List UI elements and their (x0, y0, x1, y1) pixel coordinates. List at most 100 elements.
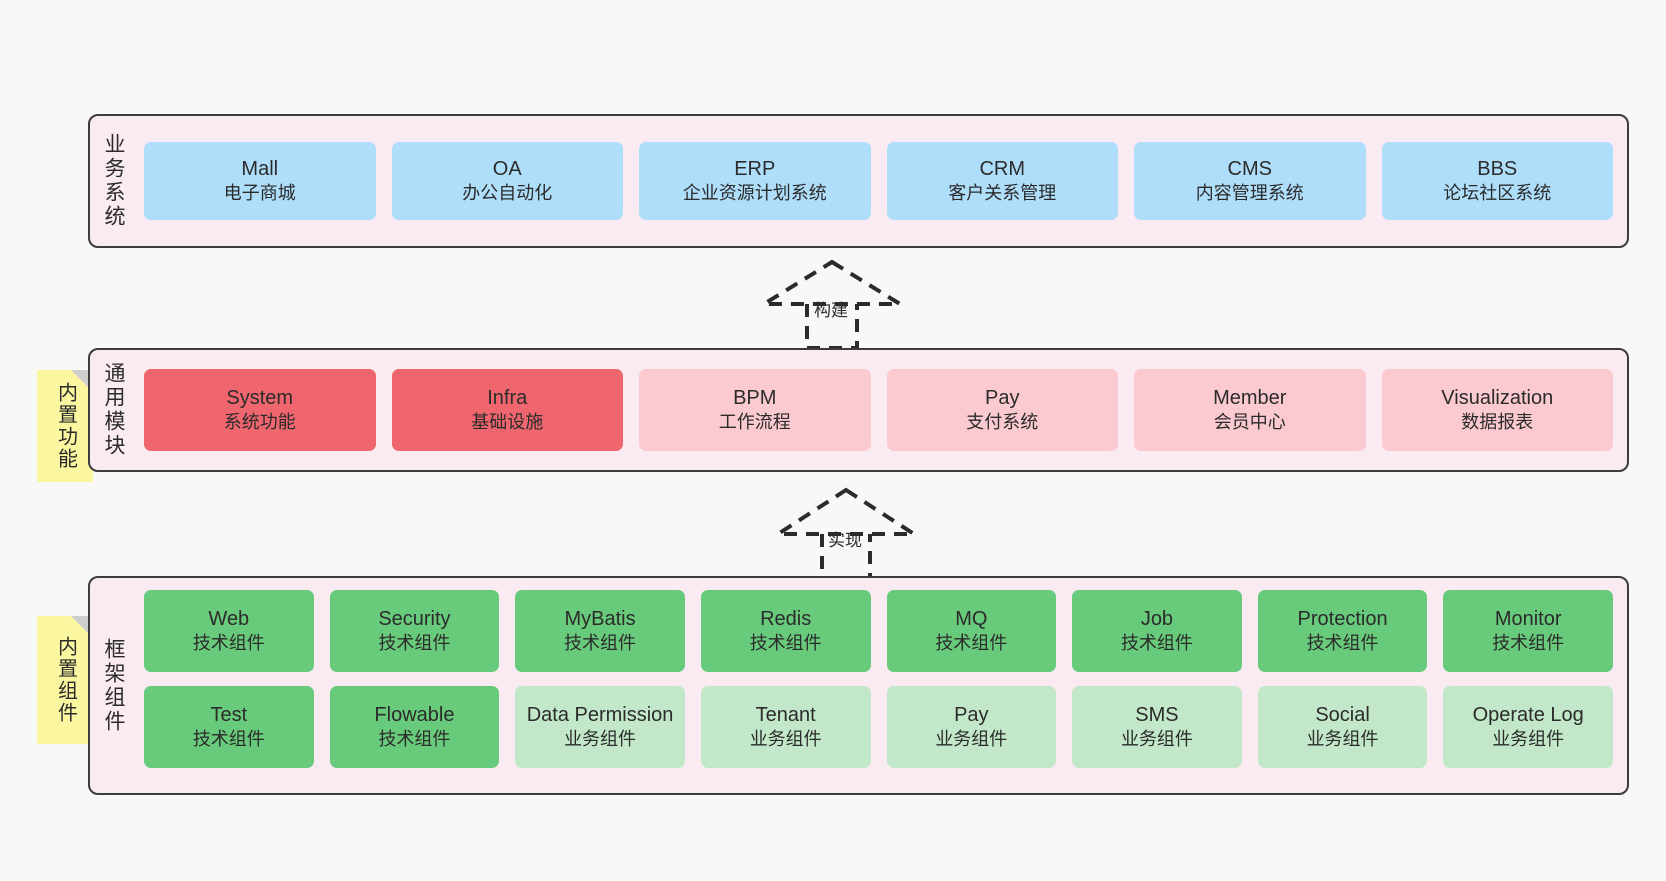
card-pay-component[interactable]: Pay 业务组件 (886, 686, 1057, 768)
card-cms[interactable]: CMS 内容管理系统 (1134, 142, 1366, 220)
card-member-en: Member (1213, 387, 1287, 410)
implement-arrow: 实现 (766, 486, 926, 582)
card-tenant-cn: 业务组件 (749, 729, 822, 750)
card-crm-cn: 客户关系管理 (948, 183, 1057, 204)
card-operate-log-en: Operate Log (1472, 704, 1584, 727)
card-operate-log[interactable]: Operate Log 业务组件 (1443, 686, 1613, 768)
framework-components-grid: Web 技术组件 Security 技术组件 MyBatis 技术组件 Redi… (136, 578, 1627, 793)
card-system-en: System (226, 387, 294, 410)
card-job[interactable]: Job 技术组件 (1072, 590, 1242, 672)
card-monitor[interactable]: Monitor 技术组件 (1443, 590, 1613, 672)
card-system[interactable]: System 系统功能 (144, 369, 376, 451)
card-mybatis[interactable]: MyBatis 技术组件 (515, 590, 685, 672)
card-protection-cn: 技术组件 (1306, 633, 1379, 654)
card-mq-cn: 技术组件 (935, 633, 1008, 654)
card-pay-component-cn: 业务组件 (935, 729, 1008, 750)
card-mybatis-en: MyBatis (564, 608, 636, 631)
business-systems-cards: Mall 电子商城 OA 办公自动化 ERP 企业资源计划系统 CRM 客户关系… (136, 116, 1627, 246)
card-flowable[interactable]: Flowable 技术组件 (329, 686, 500, 768)
implement-arrow-label: 实现 (828, 531, 862, 550)
note-builtin-function-label: 内置功能 (54, 382, 77, 470)
card-operate-log-cn: 业务组件 (1492, 729, 1565, 750)
card-data-permission-en: Data Permission (526, 704, 674, 727)
card-erp-en: ERP (734, 158, 776, 181)
card-crm[interactable]: CRM 客户关系管理 (886, 142, 1118, 220)
card-oa[interactable]: OA 办公自动化 (391, 142, 623, 220)
card-infra-cn: 基础设施 (471, 412, 544, 433)
card-infra-en: Infra (487, 387, 528, 410)
card-job-en: Job (1140, 608, 1174, 631)
card-bbs-cn: 论坛社区系统 (1443, 183, 1552, 204)
card-pay-module[interactable]: Pay 支付系统 (886, 369, 1118, 451)
card-cms-cn: 内容管理系统 (1195, 183, 1304, 204)
card-mall-cn: 电子商城 (223, 183, 296, 204)
card-test-cn: 技术组件 (192, 729, 265, 750)
card-flowable-cn: 技术组件 (378, 729, 451, 750)
card-social-en: Social (1315, 704, 1370, 727)
framework-components-panel: 框架组件 Web 技术组件 Security 技术组件 MyBatis 技术组件… (88, 576, 1629, 795)
card-flowable-en: Flowable (374, 704, 455, 727)
card-bbs-en: BBS (1477, 158, 1518, 181)
card-bpm[interactable]: BPM 工作流程 (639, 369, 871, 451)
card-pay-module-cn: 支付系统 (966, 412, 1039, 433)
card-monitor-cn: 技术组件 (1492, 633, 1565, 654)
card-mq-en: MQ (955, 608, 988, 631)
card-data-permission-cn: 业务组件 (564, 729, 637, 750)
card-member[interactable]: Member 会员中心 (1134, 369, 1366, 451)
card-oa-en: OA (492, 158, 522, 181)
card-web-cn: 技术组件 (192, 633, 265, 654)
card-mall-en: Mall (241, 158, 279, 181)
card-mybatis-cn: 技术组件 (564, 633, 637, 654)
card-protection-en: Protection (1297, 608, 1388, 631)
card-data-permission[interactable]: Data Permission 业务组件 (515, 686, 685, 768)
card-job-cn: 技术组件 (1120, 633, 1193, 654)
card-mq[interactable]: MQ 技术组件 (886, 590, 1057, 672)
card-crm-en: CRM (979, 158, 1026, 181)
card-social-cn: 业务组件 (1306, 729, 1379, 750)
note-builtin-function: 内置功能 (37, 370, 93, 482)
card-member-cn: 会员中心 (1213, 412, 1286, 433)
card-erp[interactable]: ERP 企业资源计划系统 (639, 142, 871, 220)
build-arrow-label: 构建 (814, 301, 848, 320)
card-mall[interactable]: Mall 电子商城 (144, 142, 376, 220)
note-builtin-component-label: 内置组件 (54, 636, 77, 724)
card-redis[interactable]: Redis 技术组件 (700, 590, 871, 672)
card-visualization[interactable]: Visualization 数据报表 (1381, 369, 1613, 451)
card-test-en: Test (210, 704, 248, 727)
card-sms-en: SMS (1135, 704, 1179, 727)
card-tenant[interactable]: Tenant 业务组件 (700, 686, 871, 768)
card-bpm-en: BPM (733, 387, 777, 410)
card-oa-cn: 办公自动化 (462, 183, 553, 204)
framework-components-title: 框架组件 (102, 637, 126, 734)
card-redis-en: Redis (760, 608, 812, 631)
business-systems-panel: 业务系统 Mall 电子商城 OA 办公自动化 ERP 企业资源计划系统 CRM… (88, 114, 1629, 248)
card-web-en: Web (208, 608, 250, 631)
common-modules-cards: System 系统功能 Infra 基础设施 BPM 工作流程 Pay 支付系统… (136, 350, 1627, 470)
card-bbs[interactable]: BBS 论坛社区系统 (1381, 142, 1613, 220)
card-test[interactable]: Test 技术组件 (144, 686, 314, 768)
card-pay-component-en: Pay (954, 704, 989, 727)
card-security-cn: 技术组件 (378, 633, 451, 654)
framework-row-tech: Web 技术组件 Security 技术组件 MyBatis 技术组件 Redi… (144, 590, 1613, 672)
common-modules-panel: 通用模块 System 系统功能 Infra 基础设施 BPM 工作流程 Pay… (88, 348, 1629, 472)
card-redis-cn: 技术组件 (749, 633, 822, 654)
card-visualization-en: Visualization (1441, 387, 1554, 410)
card-visualization-cn: 数据报表 (1461, 412, 1534, 433)
build-arrow: 构建 (752, 258, 912, 350)
card-security-en: Security (378, 608, 451, 631)
card-pay-module-en: Pay (985, 387, 1020, 410)
card-system-cn: 系统功能 (223, 412, 296, 433)
card-infra[interactable]: Infra 基础设施 (391, 369, 623, 451)
common-modules-title: 通用模块 (102, 362, 126, 458)
card-sms[interactable]: SMS 业务组件 (1072, 686, 1242, 768)
card-web[interactable]: Web 技术组件 (144, 590, 314, 672)
framework-row-biz: Test 技术组件 Flowable 技术组件 Data Permission … (144, 686, 1613, 768)
card-erp-cn: 企业资源计划系统 (682, 183, 827, 204)
card-security[interactable]: Security 技术组件 (329, 590, 500, 672)
card-social[interactable]: Social 业务组件 (1257, 686, 1428, 768)
card-sms-cn: 业务组件 (1120, 729, 1193, 750)
card-cms-en: CMS (1227, 158, 1272, 181)
business-systems-title: 业务系统 (102, 133, 126, 229)
card-protection[interactable]: Protection 技术组件 (1257, 590, 1428, 672)
